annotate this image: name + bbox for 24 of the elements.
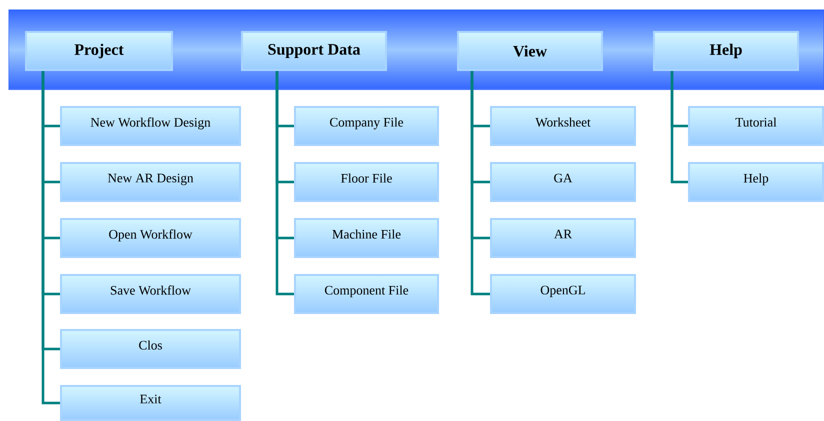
menu-item-box: Component File: [294, 274, 439, 314]
menu-item-box: AR: [490, 218, 636, 258]
tree-connector: [42, 71, 60, 404]
menu-item-box: Worksheet: [490, 106, 636, 146]
menu-header-box: Support Data: [241, 31, 387, 71]
menu-header-box: View: [457, 31, 603, 71]
menu-item-box: Open Workflow: [60, 218, 241, 258]
tree-connector: [276, 71, 294, 296]
tree-connector: [470, 71, 490, 296]
menu-item-box: New Workflow Design: [60, 106, 241, 146]
menu-item-box: Machine File: [294, 218, 439, 258]
menu-item-box: Tutorial: [688, 106, 824, 146]
menu-item-box: Help: [688, 162, 824, 202]
menu-item-box: GA: [490, 162, 636, 202]
menu-item-box: Floor File: [294, 162, 439, 202]
menu-item-box: OpenGL: [490, 274, 636, 314]
menu-header-box: Project: [25, 31, 173, 71]
menu-item-box: New AR Design: [60, 162, 241, 202]
tree-connector: [670, 71, 688, 184]
menu-item-box: Clos: [60, 329, 241, 369]
menu-item-box: Save Workflow: [60, 274, 241, 314]
menu-item-box: Exit: [60, 385, 241, 421]
menu-header-box: Help: [653, 31, 799, 71]
menu-item-box: Company File: [294, 106, 439, 146]
